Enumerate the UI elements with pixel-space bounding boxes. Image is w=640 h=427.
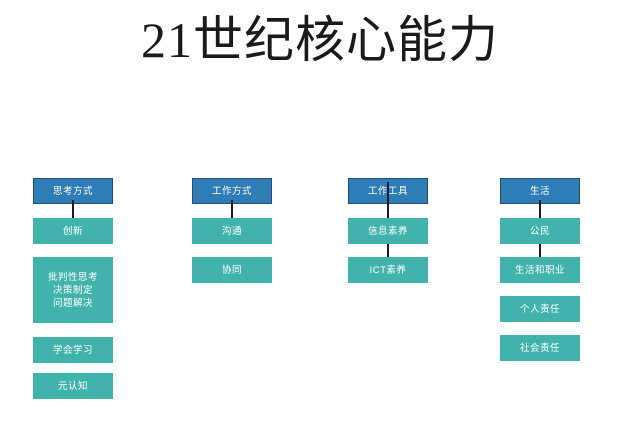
capability-item[interactable]: 协同 xyxy=(192,257,272,283)
capability-item[interactable]: 批判性思考 决策制定 问题解决 xyxy=(33,257,113,323)
capability-item-label: 批判性思考 决策制定 问题解决 xyxy=(47,271,98,309)
capability-item[interactable]: 沟通 xyxy=(192,218,272,244)
capability-item-label: 学会学习 xyxy=(52,344,93,356)
capability-item[interactable]: 学会学习 xyxy=(33,337,113,363)
column-header-label: 思考方式 xyxy=(52,185,93,197)
capability-item[interactable]: 创新 xyxy=(33,218,113,244)
capability-item[interactable]: 社会责任 xyxy=(500,335,580,361)
capability-item[interactable]: 公民 xyxy=(500,218,580,244)
capability-item-label: 社会责任 xyxy=(519,342,560,354)
capability-item-label: 生活和职业 xyxy=(514,264,565,276)
capability-item-label: 创新 xyxy=(62,225,83,237)
capability-item[interactable]: 个人责任 xyxy=(500,296,580,322)
capability-item-label: 信息素养 xyxy=(367,225,408,237)
capability-item[interactable]: 信息素养 xyxy=(348,218,428,244)
capability-item[interactable]: 元认知 xyxy=(33,373,113,399)
column-header-3[interactable]: 生活 xyxy=(500,178,580,204)
capability-item-label: 元认知 xyxy=(57,380,88,392)
column-header-0[interactable]: 思考方式 xyxy=(33,178,113,204)
column-header-label: 生活 xyxy=(529,185,550,197)
capability-item[interactable]: ICT素养 xyxy=(348,257,428,283)
capability-item-label: 公民 xyxy=(529,225,550,237)
capability-item[interactable]: 生活和职业 xyxy=(500,257,580,283)
connector-line xyxy=(72,200,74,230)
capability-item-label: 沟通 xyxy=(221,225,242,237)
page-title: 21世纪核心能力 xyxy=(141,12,499,68)
capability-item-label: 个人责任 xyxy=(519,303,560,315)
connector-line xyxy=(231,200,233,230)
capability-item-label: 协同 xyxy=(221,264,242,276)
column-header-label: 工作方式 xyxy=(211,185,252,197)
capability-item-label: ICT素养 xyxy=(369,264,407,276)
